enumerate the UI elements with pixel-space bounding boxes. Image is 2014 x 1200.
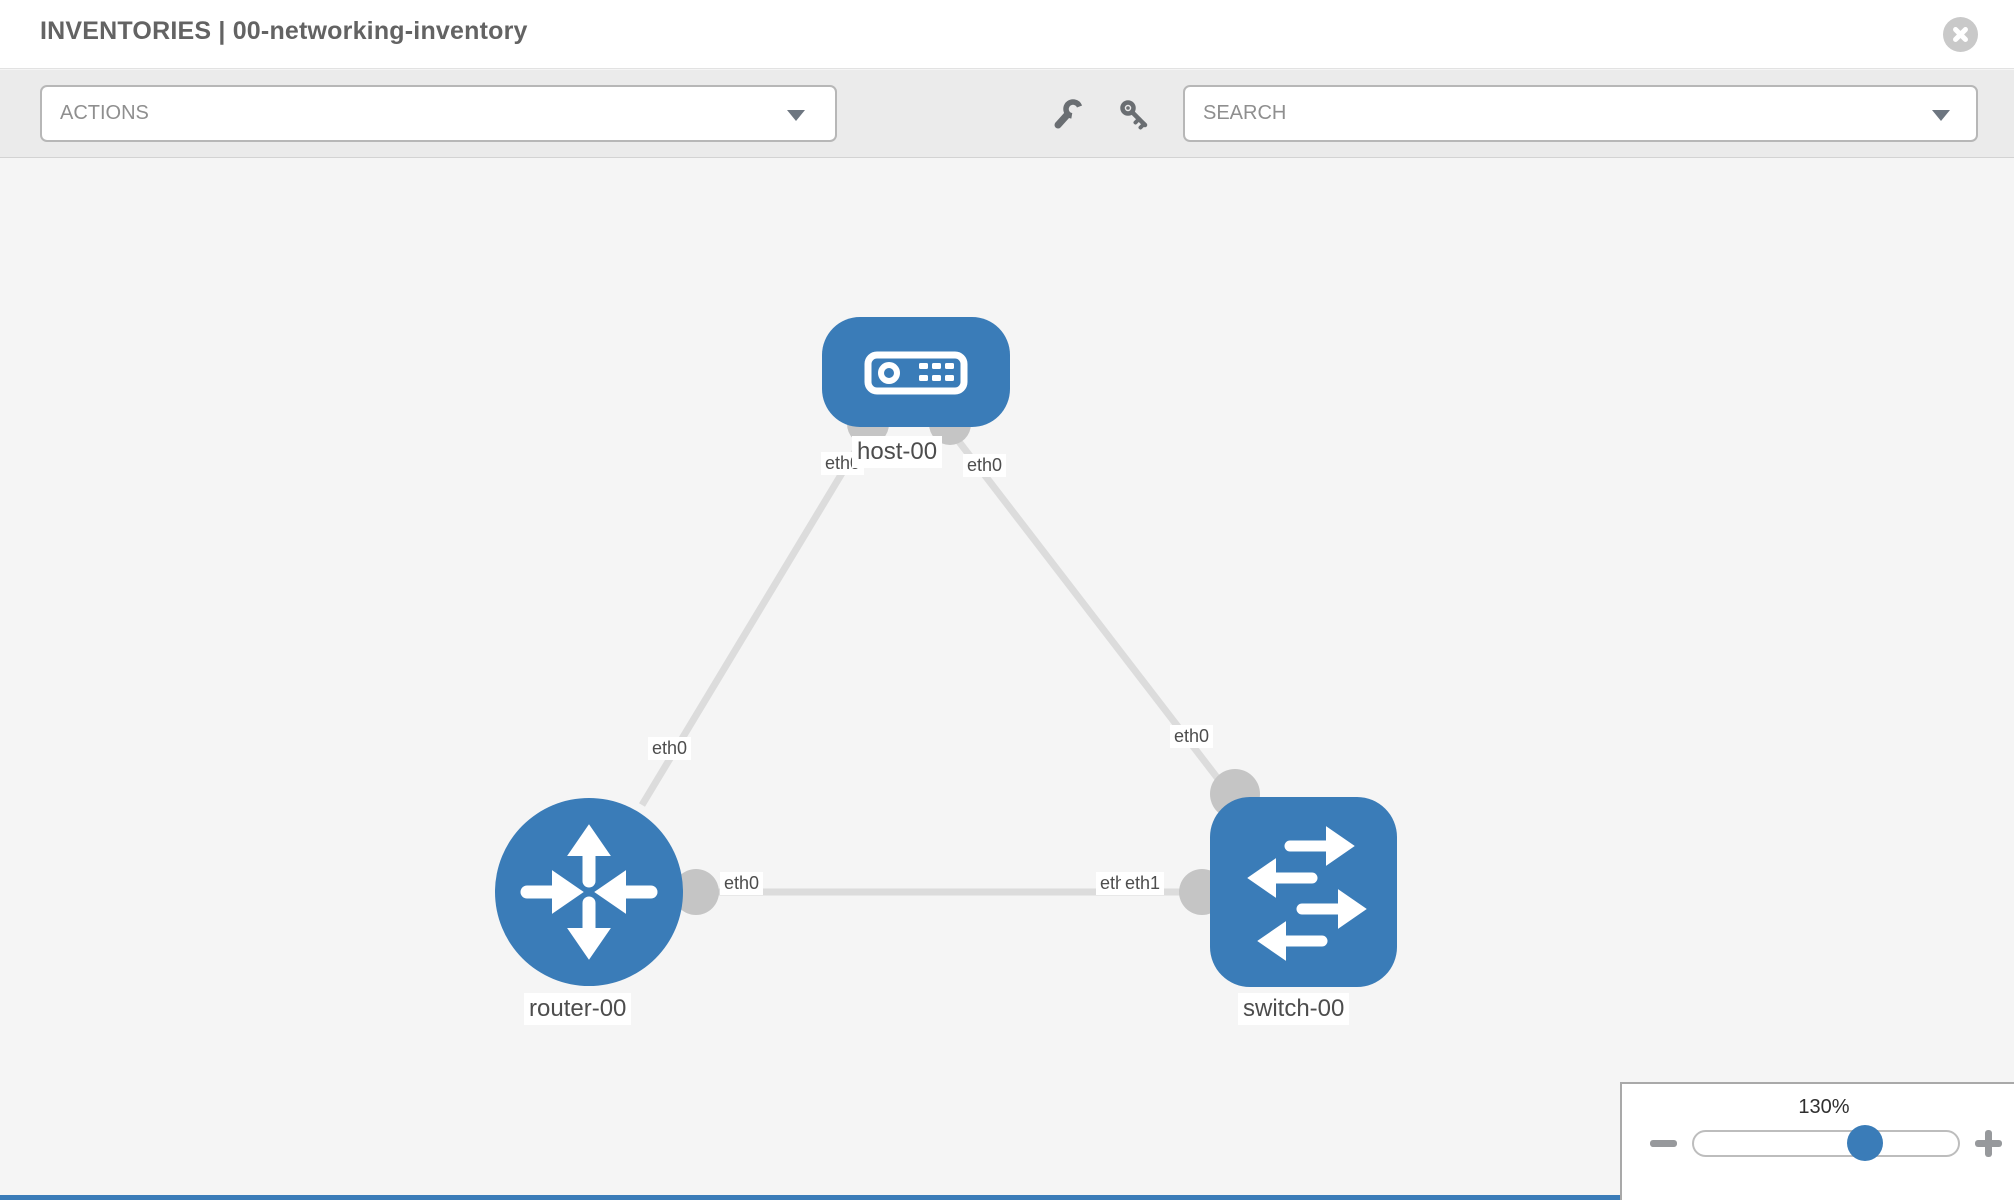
chevron-down-icon xyxy=(787,110,805,121)
page-title: INVENTORIES | 00-networking-inventory xyxy=(40,17,528,45)
key-icon[interactable] xyxy=(1118,98,1152,132)
zoom-slider-track[interactable] xyxy=(1692,1130,1960,1157)
footer-strip xyxy=(0,1195,1620,1200)
topology-graph xyxy=(495,317,1397,987)
host-icon xyxy=(864,351,968,395)
toolbar: ACTIONS SEARCH xyxy=(0,70,2014,158)
node-host-00[interactable] xyxy=(822,317,1010,427)
chevron-down-icon xyxy=(1932,110,1950,121)
interface-label: eth0 xyxy=(720,872,764,895)
switch-icon xyxy=(1247,826,1367,961)
zoom-level: 130% xyxy=(1798,1096,1850,1118)
interface-dots xyxy=(673,403,1260,915)
zoom-control-panel: 130% xyxy=(1620,1082,2014,1200)
interface-label: eth1 xyxy=(1121,872,1165,895)
link-lines xyxy=(600,427,1300,896)
node-label-switch: switch-00 xyxy=(1238,993,1350,1025)
interface-label: eth0 xyxy=(963,454,1007,477)
interface-dot-router-right xyxy=(673,869,719,915)
search-placeholder: SEARCH xyxy=(1203,102,1287,124)
close-button[interactable] xyxy=(1943,17,1978,52)
router-icon xyxy=(520,824,658,960)
zoom-in-button[interactable] xyxy=(1975,1130,2002,1157)
zoom-out-button[interactable] xyxy=(1650,1140,1677,1147)
node-router-00[interactable] xyxy=(495,798,683,986)
actions-dropdown[interactable]: ACTIONS xyxy=(40,85,837,142)
node-label-host: host-00 xyxy=(852,436,943,468)
topology-canvas[interactable] xyxy=(0,158,2014,1200)
node-switch-00[interactable] xyxy=(1210,797,1397,987)
search-dropdown[interactable]: SEARCH xyxy=(1183,85,1978,142)
interface-label: eth0 xyxy=(1170,725,1214,748)
node-label-router: router-00 xyxy=(524,993,632,1025)
interface-label: eth0 xyxy=(648,737,692,760)
plus-icon xyxy=(1985,1130,1992,1157)
zoom-slider-thumb[interactable] xyxy=(1847,1125,1883,1161)
header: INVENTORIES | 00-networking-inventory xyxy=(0,0,2014,69)
wrench-icon[interactable] xyxy=(1051,98,1085,132)
actions-dropdown-label: ACTIONS xyxy=(60,102,149,124)
